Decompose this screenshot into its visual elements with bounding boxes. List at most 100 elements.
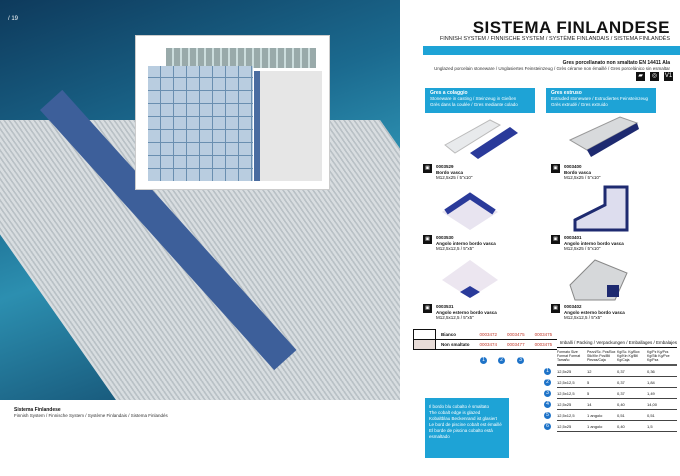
packing-cell: 1,49 (647, 390, 655, 396)
code-cell: 0003477 (502, 339, 530, 350)
packing-column-headers: Formato Size Format Format Tamaño Pezzi/S… (557, 348, 677, 366)
packing-cell: 0,37 (617, 379, 625, 385)
material-title: Gres porcellanato non smaltato EN 14411 … (562, 60, 670, 66)
cast-icon: ▣ (423, 235, 432, 244)
packing-cell: 12,5x12,5 (557, 412, 575, 418)
code-cell: 0003475 (502, 329, 530, 340)
product-code: 0003530 (436, 235, 454, 240)
product-size: M12,5x12,5 / 5"x5" (564, 315, 602, 320)
product-code: 0003402 (564, 304, 582, 309)
caption-title: Sistema Finlandese (14, 407, 61, 413)
note-line: The cobalt edge is glazed (429, 410, 481, 415)
packing-cell: 12 (587, 368, 592, 374)
color-label: Non smaltato (441, 342, 470, 347)
number-badge: 1 (544, 367, 551, 375)
product-name: Bordo vasca (436, 169, 464, 175)
packing-cell: 1,84 (647, 379, 655, 385)
column-header: Pezzi/Sc. Pcs/Box Stk/Ktn Pcs/Btl Piezas… (587, 350, 616, 362)
packing-table: Imballi / Packing / Verpackungen / Embal… (544, 340, 677, 432)
diagram-section (254, 71, 322, 181)
product-image-0003529 (444, 119, 518, 159)
caption-subtitle: Finnish System / Finnische System / Syst… (14, 413, 168, 418)
packing-cell: 14,00 (647, 401, 658, 407)
packing-cell: 12,5x25 (557, 423, 572, 429)
packing-cell: 12,5x25 (557, 401, 572, 407)
packing-cell: 0,51 (617, 412, 625, 418)
cast-icon: ▣ (551, 164, 560, 173)
note-line: Il bordo blu cobalto è smaltato (429, 404, 490, 409)
table-row: 3 12,5x12,5 5 0,37 1,49 (544, 388, 677, 399)
product-image-0003400 (568, 116, 639, 157)
table-row: 4 12,5x25 14 0,40 14,00 (544, 399, 677, 410)
number-badge: 1 (480, 357, 487, 364)
note-line: Kobaltblau Beckenrand ist glasiert (429, 416, 498, 421)
packing-header: Imballi / Packing / Verpackungen / Embal… (557, 340, 677, 348)
product-size: M12,5x25 / 5"x10" (564, 175, 601, 180)
column-header: Kg/Sc. Kg/Box Kg/Ktn Kg/Btl Kg/Caja (617, 350, 640, 362)
number-badge: 3 (544, 389, 551, 397)
product-size: M12,5x25 / 5"x10" (564, 246, 601, 251)
packing-cell: 0,40 (617, 423, 625, 429)
category-line: Grès dans la coulée / Gres mediante cola… (430, 102, 518, 107)
category-line: Grès extrudé / Gres extruido (551, 102, 608, 107)
glaze-note: Il bordo blu cobalto è smaltato The coba… (425, 398, 509, 458)
photo-caption: Sistema Finlandese Finnish System / Finn… (14, 407, 168, 418)
category-extruded: Gres estruso Extruded stoneware / Extrud… (546, 88, 656, 113)
packing-cell: 0,36 (647, 368, 655, 374)
v1-icon: V1 (664, 72, 673, 81)
product-image-0003402 (569, 259, 628, 301)
page-title: SISTEMA FINLANDESE (472, 18, 670, 37)
packing-cell: 14 (587, 401, 592, 407)
product-code: 0003401 (564, 235, 582, 240)
note-line: Le bord de piscine cobalt est émaillé (429, 422, 502, 427)
packing-cell: 0,37 (617, 390, 625, 396)
diagram-tiles (148, 66, 253, 181)
number-badge: 4 (544, 400, 551, 408)
packing-cell: 1 angolo (587, 412, 603, 418)
cast-icon: ▣ (423, 164, 432, 173)
product-name: Bordo vasca (564, 169, 592, 175)
category-cast: Gres a colaggio Stoneware in casting / S… (425, 88, 535, 113)
packing-cell: 0,51 (647, 412, 655, 418)
material-subtitle: Unglazed porcelain stoneware / Unglasier… (434, 66, 670, 71)
diagram-deck (166, 48, 316, 68)
code-cell: 0003474 (474, 339, 503, 350)
column-header: Formato Size Format Format Tamaño (557, 350, 581, 362)
accent-bar (423, 46, 680, 55)
product-code: 0003531 (436, 304, 454, 309)
packing-cell: 12,5x12,5 (557, 390, 575, 396)
page-number: / 19 (8, 16, 19, 22)
note-line: El borde de piscina cobalto está esmalta… (429, 428, 493, 439)
color-swatch-unglazed (413, 339, 436, 350)
product-name: Angolo interno bordo vasca (564, 240, 624, 246)
number-badge: 6 (544, 422, 551, 430)
frost-resistant-icon: ▰ (636, 72, 645, 81)
color-label: Bianco (441, 331, 457, 337)
packing-cell: 0,40 (617, 401, 625, 407)
product-name: Angolo esterno bordo vasca (436, 309, 497, 315)
product-code: 0003529 (436, 164, 454, 169)
number-badge: 2 (498, 357, 505, 364)
packing-cell: 12,5x25 (557, 368, 572, 374)
category-title: Gres a colaggio (430, 90, 468, 96)
category-line: Stoneware in casting / Steinzeug in Gieß… (430, 96, 517, 101)
packing-cell: 5 (587, 390, 590, 396)
product-code: 0003400 (564, 164, 582, 169)
page-subtitle: FINNISH SYSTEM / FINNISCHE SYSTEM / SYST… (439, 36, 670, 42)
product-image-0003530 (442, 192, 498, 230)
product-image-0003401 (573, 185, 629, 232)
number-badge: 3 (517, 357, 524, 364)
packing-cell: 0,37 (617, 368, 625, 374)
code-cell: 0003472 (474, 329, 503, 340)
code-cell: 0003475 (529, 339, 558, 350)
